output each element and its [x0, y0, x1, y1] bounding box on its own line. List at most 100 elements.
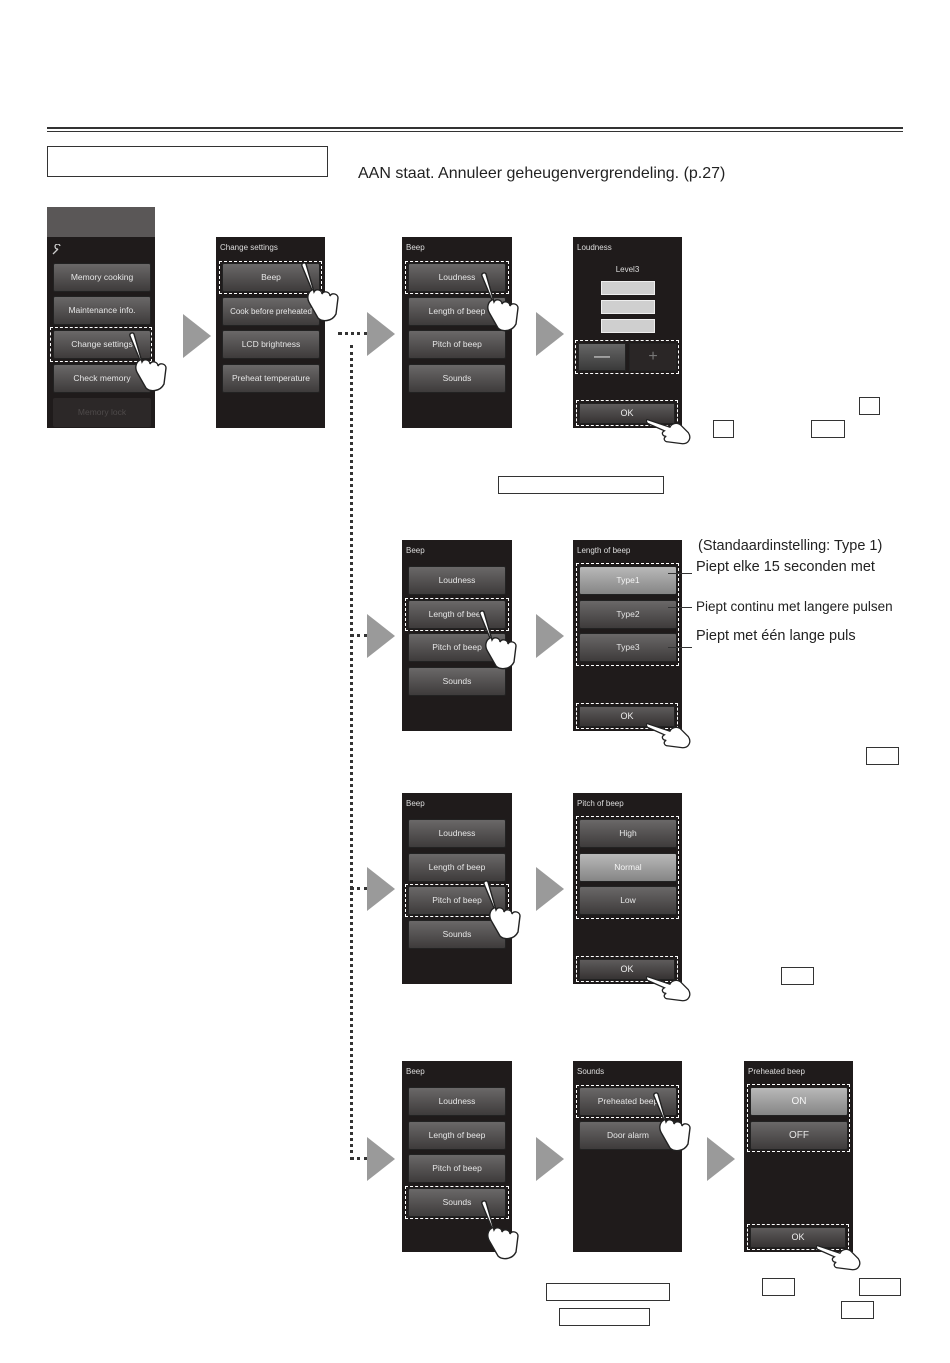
beep-item-length[interactable]: Length of beep — [408, 600, 506, 629]
ok-button[interactable]: OK — [579, 706, 675, 727]
hand-pointer-icon — [301, 262, 339, 322]
loudness-screen: Loudness Level3 — + OK — [573, 237, 682, 428]
length-title: Length of beep — [577, 546, 631, 555]
section-title-box — [47, 146, 328, 177]
pitch-low[interactable]: Low — [579, 886, 677, 915]
ref-box — [762, 1278, 795, 1296]
type2-note: Piept continu met langere pulsen — [696, 599, 893, 614]
length-of-beep-screen: Length of beep Type1 Type2 Type3 OK — [573, 540, 682, 731]
ref-box — [546, 1283, 670, 1301]
pitch-title: Pitch of beep — [577, 799, 624, 808]
hand-pointer-icon — [646, 976, 691, 1002]
header-rule-bottom — [47, 131, 903, 132]
leader-line — [668, 573, 692, 574]
ref-box — [713, 420, 734, 438]
main-menu-screen: Memory cooking Maintenance info. Change … — [47, 207, 155, 428]
pitch-of-beep-screen: Pitch of beep High Normal Low OK — [573, 793, 682, 984]
beep-item-sounds[interactable]: Sounds — [408, 1188, 506, 1217]
change-settings-title: Change settings — [220, 243, 278, 252]
beep-title: Beep — [406, 799, 425, 808]
beep-item-pitch[interactable]: Pitch of beep — [408, 330, 506, 359]
beep-item-loudness[interactable]: Loudness — [408, 1087, 506, 1116]
menu-item-maintenance-info[interactable]: Maintenance info. — [53, 296, 151, 325]
ok-button[interactable]: OK — [579, 403, 675, 424]
hand-pointer-icon — [129, 332, 167, 392]
pitch-high[interactable]: High — [579, 819, 677, 848]
beep-screen-loudness: Beep Loudness Length of beep Pitch of be… — [402, 237, 512, 428]
dotted-connector-vertical — [350, 345, 353, 1160]
beep-screen-sounds: Beep Loudness Length of beep Pitch of be… — [402, 1061, 512, 1252]
dotted-connector-branch — [350, 634, 368, 637]
next-step-arrow-icon — [536, 614, 564, 658]
minus-button[interactable]: — — [578, 343, 626, 371]
next-step-arrow-icon — [367, 867, 395, 911]
next-step-arrow-icon — [536, 867, 564, 911]
ref-box — [811, 420, 845, 438]
menu-item-memory-cooking[interactable]: Memory cooking — [53, 263, 151, 292]
ref-box — [841, 1301, 874, 1319]
loudness-level: Level3 — [615, 265, 640, 274]
dotted-connector-branch — [350, 887, 368, 890]
next-step-arrow-icon — [367, 614, 395, 658]
beep-title: Beep — [406, 546, 425, 555]
ok-button[interactable]: OK — [579, 959, 675, 980]
leader-line — [668, 607, 692, 608]
beep-item-length[interactable]: Length of beep — [408, 853, 506, 882]
hand-pointer-icon — [646, 723, 691, 749]
beep-item-length[interactable]: Length of beep — [408, 1121, 506, 1150]
length-type1[interactable]: Type1 — [579, 566, 677, 595]
wrench-icon — [51, 243, 63, 261]
next-step-arrow-icon — [707, 1137, 735, 1181]
sounds-title: Sounds — [577, 1067, 605, 1076]
beep-screen-pitch: Beep Loudness Length of beep Pitch of be… — [402, 793, 512, 984]
beep-title: Beep — [406, 1067, 425, 1076]
menu-item-check-memory[interactable]: Check memory — [53, 364, 151, 393]
ref-box — [859, 1278, 901, 1296]
ref-box — [859, 397, 880, 415]
length-type3[interactable]: Type3 — [579, 633, 677, 662]
beep-item-sounds[interactable]: Sounds — [408, 364, 506, 393]
type3-note: Piept met één lange puls — [696, 628, 856, 644]
ref-box — [866, 747, 899, 765]
hand-pointer-icon — [479, 610, 517, 670]
pitch-normal[interactable]: Normal — [579, 853, 677, 882]
beep-item-loudness[interactable]: Loudness — [408, 819, 506, 848]
preheated-on[interactable]: ON — [750, 1087, 848, 1116]
sounds-screen: Sounds Preheated beep Door alarm — [573, 1061, 682, 1252]
level-bar — [601, 319, 655, 333]
dotted-connector — [338, 332, 368, 335]
type1-note: Piept elke 15 seconden met — [696, 559, 875, 575]
beep-screen-length: Beep Loudness Length of beep Pitch of be… — [402, 540, 512, 731]
hand-pointer-icon — [816, 1245, 861, 1271]
beep-item-loudness[interactable]: Loudness — [408, 566, 506, 595]
plus-button[interactable]: + — [629, 343, 677, 371]
hand-pointer-icon — [646, 419, 691, 445]
header-rule-top — [47, 127, 903, 129]
menu-item-memory-lock[interactable]: Memory lock — [53, 398, 151, 427]
hand-pointer-icon — [483, 880, 521, 940]
dotted-connector-branch — [350, 1157, 368, 1160]
hand-pointer-icon — [653, 1092, 691, 1152]
length-type2[interactable]: Type2 — [579, 600, 677, 629]
leader-line — [668, 647, 692, 648]
ref-box — [498, 476, 664, 494]
next-step-arrow-icon — [367, 312, 395, 356]
beep-item-sounds[interactable]: Sounds — [408, 667, 506, 696]
main-menu-header — [47, 207, 155, 237]
hand-pointer-icon — [481, 1200, 519, 1260]
next-step-arrow-icon — [536, 1137, 564, 1181]
default-setting-note: (Standaardinstelling: Type 1) — [698, 538, 883, 554]
preheated-off[interactable]: OFF — [750, 1121, 848, 1150]
level-bar — [601, 300, 655, 314]
preheated-beep-screen: Preheated beep ON OFF OK — [744, 1061, 853, 1252]
next-step-arrow-icon — [536, 312, 564, 356]
ok-button[interactable]: OK — [750, 1227, 846, 1248]
next-step-arrow-icon — [367, 1137, 395, 1181]
change-settings-item-cook-before-preheated[interactable]: Cook before preheated — [222, 297, 320, 326]
hand-pointer-icon — [481, 272, 519, 332]
beep-title: Beep — [406, 243, 425, 252]
beep-item-sounds[interactable]: Sounds — [408, 920, 506, 949]
change-settings-item-lcd-brightness[interactable]: LCD brightness — [222, 330, 320, 359]
beep-item-pitch[interactable]: Pitch of beep — [408, 1154, 506, 1183]
change-settings-item-preheat-temperature[interactable]: Preheat temperature — [222, 364, 320, 393]
